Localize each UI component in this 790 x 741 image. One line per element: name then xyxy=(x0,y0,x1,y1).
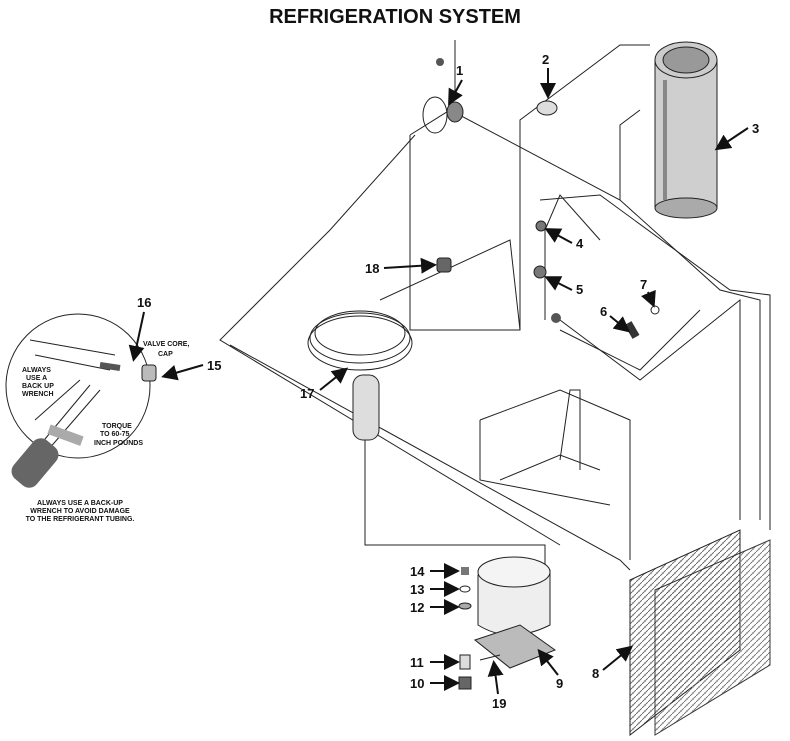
diagram-title: REFRIGERATION SYSTEM xyxy=(269,6,521,28)
callout-16: 16 xyxy=(128,295,151,362)
part-4 xyxy=(535,220,547,232)
svg-text:INCH POUNDS: INCH POUNDS xyxy=(94,440,143,447)
svg-text:USE A: USE A xyxy=(26,375,47,382)
callout-9: 9 xyxy=(537,648,563,691)
part-7 xyxy=(650,305,660,315)
svg-text:17: 17 xyxy=(300,386,314,401)
part-17-coil xyxy=(307,310,413,441)
svg-text:15: 15 xyxy=(207,358,221,373)
svg-text:TO THE REFRIGERANT TUBING.: TO THE REFRIGERANT TUBING. xyxy=(26,516,135,523)
callout-11: 11 xyxy=(410,654,460,670)
callout-17: 17 xyxy=(300,367,349,401)
svg-text:10: 10 xyxy=(410,676,424,691)
tubing xyxy=(219,40,771,580)
svg-text:4: 4 xyxy=(576,236,584,251)
svg-text:19: 19 xyxy=(492,696,506,711)
svg-text:TORQUE: TORQUE xyxy=(102,423,132,430)
svg-text:ALWAYS: ALWAYS xyxy=(22,367,51,374)
callout-19: 19 xyxy=(487,660,506,711)
small-parts xyxy=(458,567,501,690)
svg-text:16: 16 xyxy=(137,295,151,310)
svg-text:1: 1 xyxy=(456,63,463,78)
callout-4: 4 xyxy=(544,228,584,251)
callout-3: 3 xyxy=(714,121,759,151)
callout-7: 7 xyxy=(640,277,656,308)
part-8-evaporator xyxy=(629,529,771,737)
callout-14: 14 xyxy=(410,563,460,579)
svg-text:7: 7 xyxy=(640,277,647,292)
callout-15: 15 xyxy=(161,358,221,381)
valve-core-label: VALVE CORE, xyxy=(143,341,189,348)
inset-detail: VALVE CORE, CAP ALWAYS USE A BACK UP WRE… xyxy=(5,313,189,523)
callout-8: 8 xyxy=(592,645,634,681)
svg-text:WRENCH TO AVOID DAMAGE: WRENCH TO AVOID DAMAGE xyxy=(30,508,130,515)
cap-label: CAP xyxy=(158,351,173,358)
callout-5: 5 xyxy=(544,276,583,297)
svg-text:5: 5 xyxy=(576,282,583,297)
callout-13: 13 xyxy=(410,581,460,597)
callout-18: 18 xyxy=(365,257,437,276)
svg-text:BACK UP: BACK UP xyxy=(22,383,54,390)
svg-text:6: 6 xyxy=(600,304,607,319)
inset-caption: ALWAYS USE A BACK-UP WRENCH TO AVOID DAM… xyxy=(26,500,135,523)
part-3-condenser-cylinder xyxy=(654,41,718,219)
part-9-compressor xyxy=(473,556,557,669)
svg-text:13: 13 xyxy=(410,582,424,597)
svg-text:9: 9 xyxy=(556,676,563,691)
svg-text:11: 11 xyxy=(410,655,424,670)
svg-text:8: 8 xyxy=(592,666,599,681)
callout-2: 2 xyxy=(540,52,556,99)
svg-text:TO 60-75: TO 60-75 xyxy=(100,431,130,438)
part-2-drier xyxy=(536,100,558,116)
svg-text:3: 3 xyxy=(752,121,759,136)
callout-1: 1 xyxy=(448,63,463,106)
svg-text:12: 12 xyxy=(410,600,424,615)
svg-text:ALWAYS USE A BACK-UP: ALWAYS USE A BACK-UP xyxy=(37,500,123,507)
torque-note: TORQUE TO 60-75 INCH POUNDS xyxy=(94,423,143,447)
part-18 xyxy=(436,257,452,273)
callout-12: 12 xyxy=(410,599,460,615)
callout-6: 6 xyxy=(600,304,631,333)
part-5 xyxy=(533,265,547,279)
svg-text:WRENCH: WRENCH xyxy=(22,391,54,398)
svg-text:2: 2 xyxy=(542,52,549,67)
svg-text:14: 14 xyxy=(410,564,425,579)
callouts: 1 2 3 4 5 6 7 8 9 10 11 12 13 14 15 16 1… xyxy=(128,52,759,711)
backup-note: ALWAYS USE A BACK UP WRENCH xyxy=(22,367,54,398)
callout-10: 10 xyxy=(410,675,460,691)
svg-text:18: 18 xyxy=(365,261,379,276)
